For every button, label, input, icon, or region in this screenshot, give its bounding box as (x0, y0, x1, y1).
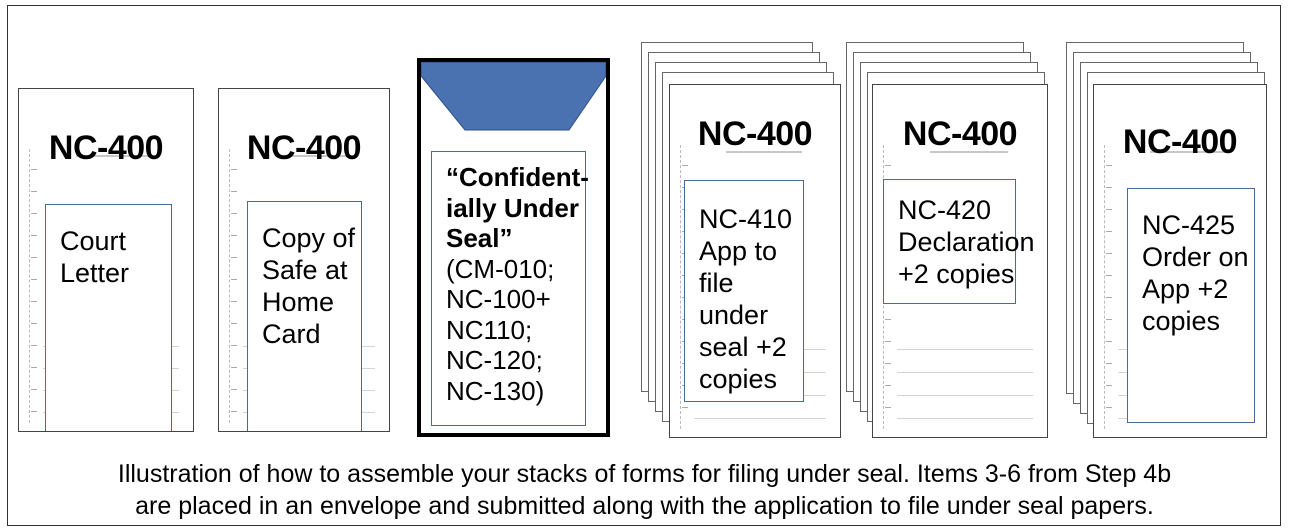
form-line-number-tick (1106, 341, 1112, 342)
form-line-number-tick (885, 363, 891, 364)
sealed-envelope: “Confident- ially Under Seal” (CM-010; N… (417, 58, 610, 437)
form-line-number-tick (1106, 165, 1112, 166)
form-line-number-tick (1106, 187, 1112, 188)
envelope-title: “Confident- ially Under Seal” (446, 162, 589, 253)
form-line-number-tick (231, 323, 237, 324)
form-text-line (897, 349, 1033, 350)
form-line-number-tick (885, 165, 891, 166)
form-line-number-tick (231, 345, 237, 346)
form-header: NC-400 (697, 115, 813, 153)
form-line-number-tick (1106, 319, 1112, 320)
form-text-line (897, 372, 1033, 373)
form-line-number-tick (682, 407, 688, 408)
form-line-number-tick (31, 411, 37, 412)
form-line-number-tick (231, 191, 237, 192)
form-line-number-tick (231, 367, 237, 368)
form-line-number-tick (31, 279, 37, 280)
form-margin-line (29, 149, 30, 423)
form-label-box: NC-420 Declaration +2 copies (883, 179, 1035, 304)
form-line-number-tick (231, 279, 237, 280)
form-stack-nc-425: NC-400 NC-425 Order on App +2 copies (1093, 84, 1267, 438)
form-stack-nc-410: NC-400 NC-410 App to file under seal +2 … (669, 84, 841, 438)
form-line-number-tick (231, 257, 237, 258)
form-line-number-tick (31, 345, 37, 346)
form-line-number-tick (1106, 363, 1112, 364)
form-line-number-tick (31, 367, 37, 368)
form-label-box: NC-425 Order on App +2 copies (1127, 188, 1255, 423)
form-line-number-tick (231, 235, 237, 236)
form-label-box: NC-410 App to file under seal +2 copies (684, 180, 804, 402)
form-label-box: Court Letter (45, 204, 172, 431)
form-line-number-tick (31, 213, 37, 214)
form-header: NC-400 (1122, 123, 1238, 161)
form-line-number-tick (1106, 231, 1112, 232)
form-stack-court-letter: NC-400 Court Letter (18, 88, 194, 432)
form-line-number-tick (885, 407, 891, 408)
caption-line-1: Illustration of how to assemble your sta… (117, 460, 1172, 488)
form-line-number-tick (31, 191, 37, 192)
form-header: NC-400 (246, 129, 362, 167)
form-line-number-tick (231, 411, 237, 412)
form-line-number-tick (682, 165, 688, 166)
form-line-number-tick (231, 301, 237, 302)
envelope-flap-icon (421, 62, 606, 131)
form-line-number-tick (231, 169, 237, 170)
form-line-number-tick (231, 213, 237, 214)
form-margin-line (1104, 145, 1105, 429)
form-label-box: Copy of Safe at Home Card (247, 201, 362, 431)
form-line-number-tick (1106, 385, 1112, 386)
form-line-number-tick (1106, 253, 1112, 254)
form-line-number-tick (31, 257, 37, 258)
form-stack-safe-at-home: NC-400 Copy of Safe at Home Card (218, 88, 390, 432)
form-header: NC-400 (48, 129, 164, 167)
form-header: NC-400 (902, 115, 1018, 153)
form-line-number-tick (31, 323, 37, 324)
form-line-number-tick (1106, 407, 1112, 408)
form-line-number-tick (885, 319, 891, 320)
form-line-number-tick (1106, 209, 1112, 210)
form-stack-nc-420: NC-400 NC-420 Declaration +2 copies (872, 84, 1048, 438)
form-margin-line (229, 149, 230, 423)
form-text-line (897, 395, 1033, 396)
form-text-line (897, 418, 1033, 419)
form-line-number-tick (1106, 297, 1112, 298)
envelope-contents: (CM-010; NC-100+ NC110; NC-120; NC-130) (446, 253, 555, 406)
form-line-number-tick (231, 389, 237, 390)
form-line-number-tick (885, 341, 891, 342)
form-line-number-tick (1106, 275, 1112, 276)
illustration-frame (7, 5, 1281, 526)
form-line-number-tick (885, 385, 891, 386)
form-text-line (694, 418, 826, 419)
caption-line-2: are placed in an envelope and submitted … (135, 492, 1154, 520)
caption: Illustration of how to assemble your sta… (0, 458, 1289, 522)
form-line-number-tick (31, 169, 37, 170)
form-line-number-tick (31, 389, 37, 390)
form-line-number-tick (31, 301, 37, 302)
form-margin-line (680, 145, 681, 429)
form-line-number-tick (31, 235, 37, 236)
envelope-contents-box: “Confident- ially Under Seal” (CM-010; N… (431, 151, 589, 426)
